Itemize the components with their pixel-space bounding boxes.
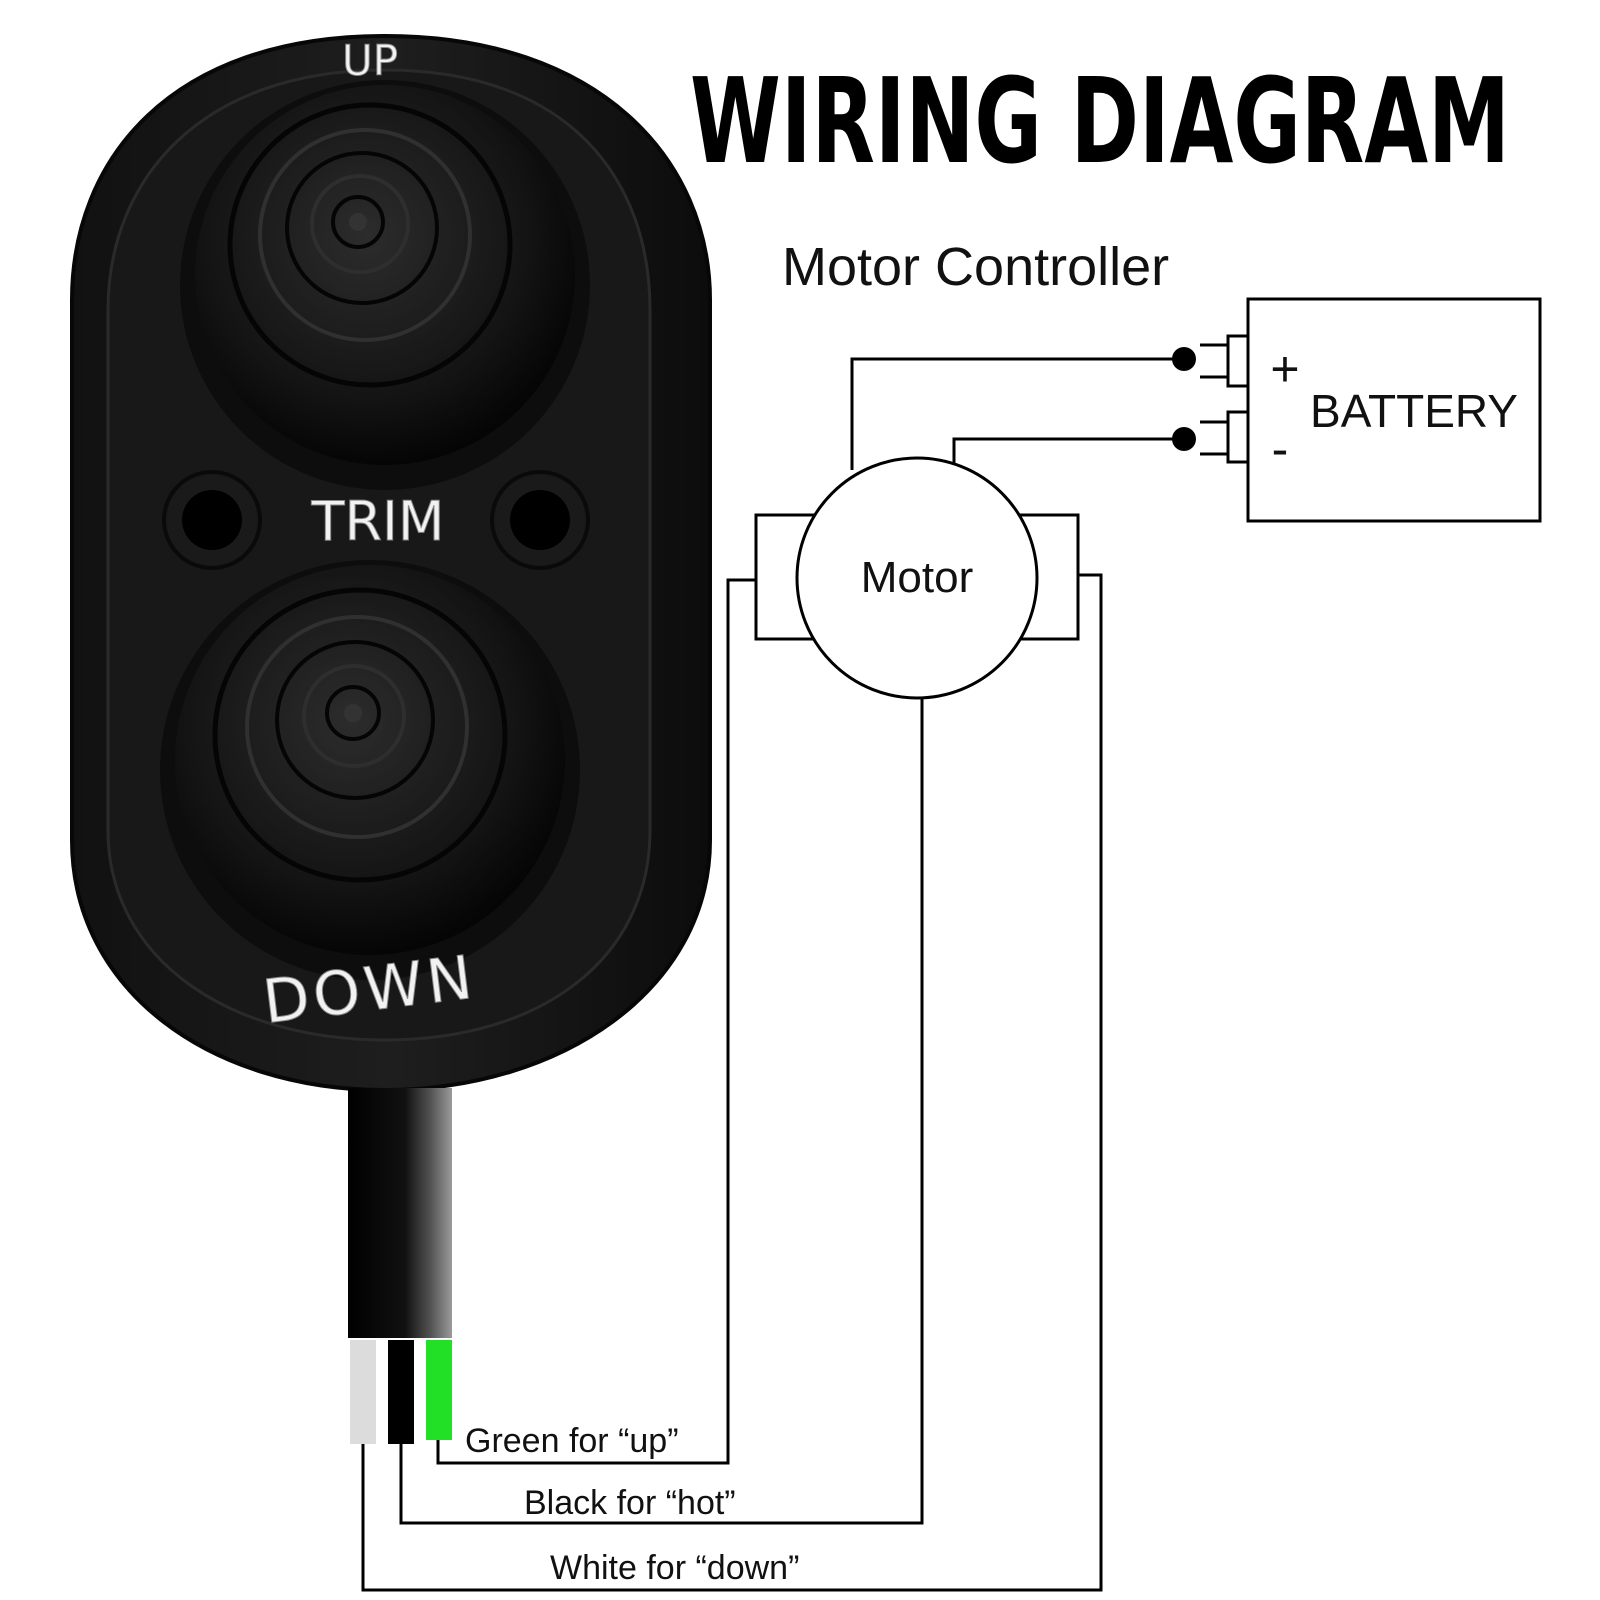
- battery-positive-terminal: [1226, 334, 1250, 388]
- green-wire: [436, 578, 756, 1465]
- trim-switch: UP TRIM DOWN: [70, 33, 712, 1338]
- white-wire: [361, 573, 1103, 1592]
- battery-negative-terminal: [1226, 410, 1250, 464]
- up-button[interactable]: [180, 80, 590, 490]
- battery-negative-connector: [1172, 427, 1196, 451]
- motor-body: [795, 456, 1039, 700]
- motor: Motor: [754, 456, 1080, 700]
- battery-plus-sign: +: [1270, 341, 1299, 397]
- black-wire: [399, 695, 924, 1525]
- battery-box: [1246, 297, 1542, 523]
- switch-label-down: DOWN: [259, 942, 480, 1038]
- green-wire-end: [426, 1340, 452, 1440]
- battery-label: BATTERY: [1310, 385, 1518, 437]
- battery-minus-sign: -: [1272, 421, 1289, 477]
- switch-label-trim: TRIM: [310, 490, 444, 553]
- white-wire-label: White for “down”: [550, 1549, 799, 1587]
- white-wire-end: [350, 1340, 376, 1444]
- battery-positive-connector: [1172, 347, 1196, 371]
- black-wire-label: Black for “hot”: [524, 1484, 736, 1522]
- mounting-hole-left: [162, 470, 262, 570]
- switch-label-up: UP: [342, 36, 398, 85]
- page-title: WIRING DIAGRAM: [690, 52, 1510, 190]
- green-wire-label: Green for “up”: [465, 1422, 679, 1460]
- black-wire-end: [388, 1340, 414, 1444]
- battery-positive-wire: [850, 357, 1180, 470]
- controller-label: Motor Controller: [782, 237, 1169, 297]
- down-button[interactable]: [160, 560, 580, 980]
- battery-negative-wire: [952, 437, 1180, 468]
- motor-label: Motor: [861, 553, 973, 602]
- battery: + BATTERY -: [1172, 297, 1542, 523]
- switch-cable: [348, 1088, 452, 1338]
- mounting-hole-right: [490, 470, 590, 570]
